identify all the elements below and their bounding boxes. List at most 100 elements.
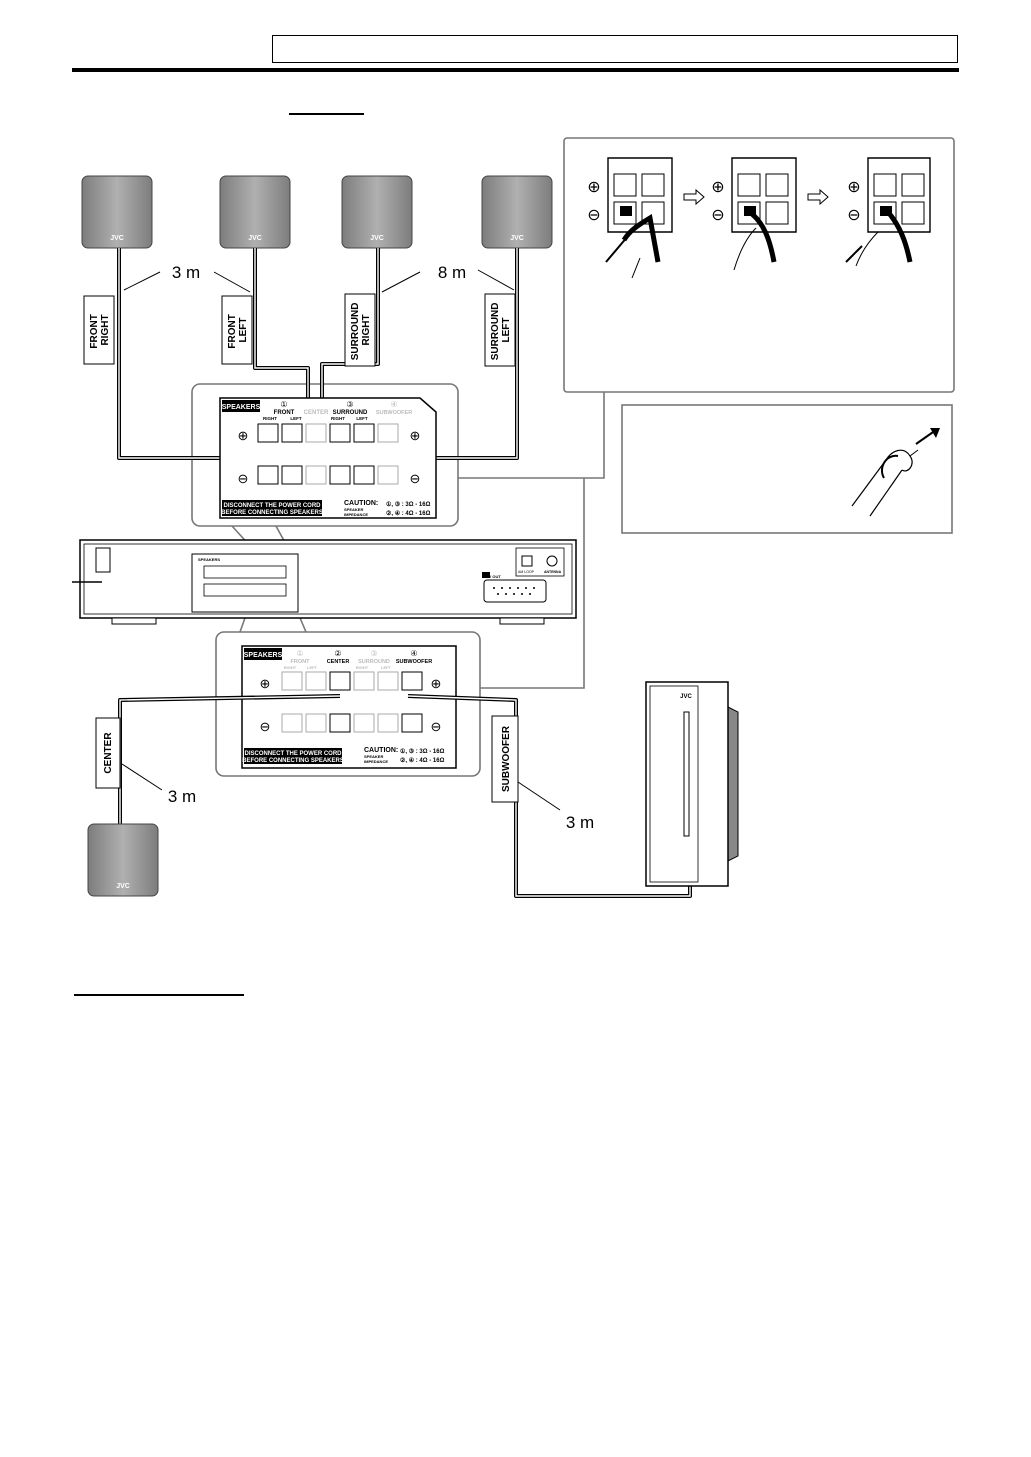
svg-text:SUBWOOFER: SUBWOOFER — [501, 725, 512, 792]
brand-logo: JVC — [510, 235, 524, 242]
brand-logo: JVC — [680, 694, 692, 700]
svg-text:⊕: ⊕ — [711, 179, 724, 196]
label-subwoofer: SUBWOOFER — [491, 715, 519, 803]
svg-text:⊖: ⊖ — [410, 471, 421, 486]
svg-text:RIGHT: RIGHT — [284, 665, 297, 670]
label-front-right: FRONT RIGHT — [83, 295, 115, 365]
brand-logo: JVC — [110, 235, 124, 242]
distance-center: 3 m — [168, 787, 196, 806]
speaker-center: JVC — [87, 823, 159, 897]
svg-text:SUBWOOFER: SUBWOOFER — [396, 659, 432, 665]
terminal-panel-top: SPEAKERS ① FRONT RIGHT LEFT CENTER ③ SUR… — [219, 397, 437, 519]
header-rule — [72, 68, 959, 72]
inset-wire-twist-frame — [621, 404, 953, 534]
step-3: ⊕ ⊖ — [845, 157, 931, 267]
arrow-icon — [807, 188, 829, 206]
subwoofer-unit: JVC — [645, 681, 739, 887]
label-front-left: FRONT LEFT — [221, 295, 253, 365]
svg-text:LEFT: LEFT — [307, 665, 318, 670]
svg-text:RIGHT: RIGHT — [263, 416, 277, 421]
label-surround-right: SURROUND RIGHT — [344, 293, 376, 367]
svg-text:③: ③ — [370, 649, 377, 658]
svg-text:FRONT RIGHT: FRONT RIGHT — [89, 311, 111, 348]
svg-text:①: ① — [296, 649, 303, 658]
svg-text:SURROUND: SURROUND — [333, 410, 368, 416]
svg-text:SPEAKER: SPEAKER — [344, 507, 363, 512]
svg-text:SURROUND LEFT: SURROUND LEFT — [490, 300, 512, 361]
terminal-panel-bottom: SPEAKERS ① FRONT RIGHT LEFT ② CENTER ③ S… — [241, 645, 457, 769]
panel-bottom-frame — [215, 631, 481, 777]
svg-text:①, ③ : 3Ω - 16Ω: ①, ③ : 3Ω - 16Ω — [386, 501, 431, 508]
unit-am-label: AM LOOP — [518, 570, 535, 574]
section-underline — [289, 113, 364, 115]
panel-bottom-title: SPEAKERS — [244, 652, 283, 659]
panel-top-frame — [191, 383, 459, 527]
speaker-surround-left: JVC — [481, 175, 553, 249]
speaker-surround-right: JVC — [341, 175, 413, 249]
svg-text:⊖: ⊖ — [587, 207, 600, 224]
step-1: ⊕ ⊖ — [587, 157, 673, 279]
speaker-front-left: JVC — [219, 175, 291, 249]
speaker-front-right: JVC — [81, 175, 153, 249]
svg-text:⊖: ⊖ — [711, 207, 724, 224]
twist-arrow-icon — [880, 454, 899, 479]
svg-text:⊖: ⊖ — [238, 471, 249, 486]
svg-text:①, ③ : 3Ω - 16Ω: ①, ③ : 3Ω - 16Ω — [400, 748, 445, 755]
svg-text:LEFT: LEFT — [356, 416, 367, 421]
inset-wire-connection-frame — [563, 137, 955, 393]
brand-logo: JVC — [116, 883, 130, 890]
step-2: ⊕ ⊖ — [711, 157, 797, 271]
header-box — [272, 35, 958, 63]
svg-text:FRONT LEFT: FRONT LEFT — [227, 311, 249, 348]
svg-text:⊖: ⊖ — [431, 719, 442, 734]
unit-speakers-label: SPEAKERS — [198, 557, 220, 562]
main-unit-rear: SPEAKERS AV OUT AM LOOP ANTENNA — [72, 539, 577, 625]
svg-text:①: ① — [280, 400, 287, 409]
svg-text:⊖: ⊖ — [260, 719, 271, 734]
svg-text:FRONT: FRONT — [291, 659, 311, 665]
svg-text:SURROUND RIGHT: SURROUND RIGHT — [350, 300, 372, 361]
svg-text:BEFORE CONNECTING SPEAKERS: BEFORE CONNECTING SPEAKERS — [221, 510, 323, 516]
svg-text:RIGHT: RIGHT — [356, 665, 369, 670]
inset-wire-twist — [851, 428, 940, 517]
distance-subwoofer: 3 m — [566, 813, 594, 832]
brand-logo: JVC — [248, 235, 262, 242]
svg-text:LEFT: LEFT — [290, 416, 301, 421]
label-center: CENTER — [95, 717, 121, 789]
panel-top-title: SPEAKERS — [222, 404, 261, 411]
svg-text:FRONT: FRONT — [274, 410, 295, 416]
svg-text:CENTER: CENTER — [304, 410, 329, 416]
label-surround-left: SURROUND LEFT — [484, 293, 516, 367]
distance-front: 3 m — [172, 263, 200, 282]
svg-text:⊕: ⊕ — [238, 428, 249, 443]
svg-text:⊖: ⊖ — [847, 207, 860, 224]
unit-antenna-label: ANTENNA — [544, 570, 562, 574]
footnote-rule — [74, 994, 244, 996]
svg-text:②, ④ : 4Ω - 16Ω: ②, ④ : 4Ω - 16Ω — [386, 510, 431, 517]
svg-text:SPEAKER: SPEAKER — [364, 754, 383, 759]
svg-text:②, ④ : 4Ω - 16Ω: ②, ④ : 4Ω - 16Ω — [400, 757, 445, 764]
svg-text:③: ③ — [346, 400, 353, 409]
svg-text:⊕: ⊕ — [847, 179, 860, 196]
svg-text:LEFT: LEFT — [381, 665, 392, 670]
svg-text:⊕: ⊕ — [410, 428, 421, 443]
svg-text:IMPEDANCE: IMPEDANCE — [364, 759, 388, 764]
svg-text:④: ④ — [410, 649, 417, 658]
svg-text:CAUTION:: CAUTION: — [344, 500, 378, 507]
brand-logo: JVC — [370, 235, 384, 242]
svg-text:②: ② — [334, 649, 341, 658]
svg-text:SURROUND: SURROUND — [358, 659, 390, 665]
svg-text:IMPEDANCE: IMPEDANCE — [344, 512, 368, 517]
svg-text:DISCONNECT THE POWER CORD: DISCONNECT THE POWER CORD — [223, 503, 321, 509]
svg-text:④: ④ — [390, 400, 397, 409]
unit-av-label: AV OUT — [486, 574, 501, 579]
distance-surround: 8 m — [438, 263, 466, 282]
svg-text:CAUTION:: CAUTION: — [364, 747, 398, 754]
svg-text:SUBWOOFER: SUBWOOFER — [376, 410, 412, 416]
svg-text:⊕: ⊕ — [587, 179, 600, 196]
svg-text:CENTER: CENTER — [327, 659, 350, 665]
svg-text:⊕: ⊕ — [260, 676, 271, 691]
svg-text:CENTER: CENTER — [103, 732, 114, 774]
inset-wire-connection: ⊕ ⊖ ⊕ ⊖ ⊕ ⊖ — [587, 157, 931, 279]
